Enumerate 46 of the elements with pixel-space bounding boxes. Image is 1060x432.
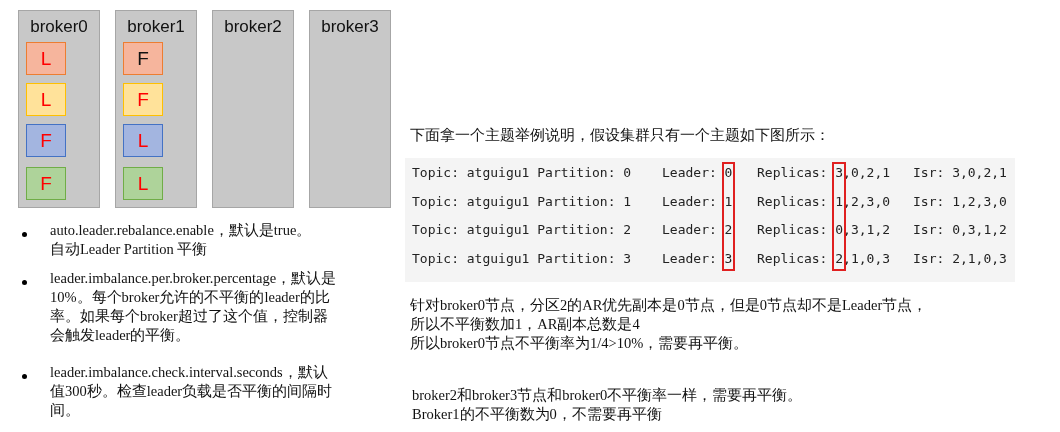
note-text: 所以broker0节点不平衡率为1/4>10%，需要再平衡。: [410, 334, 750, 353]
note-text: broker2和broker3节点和broker0不平衡率一样，需要再平衡。: [412, 386, 804, 405]
broker-panel: [212, 10, 294, 208]
setting-text: leader.imbalance.check.interval.seconds，默认值300秒。检查leader负载是否平衡的间隔时间。: [50, 363, 334, 420]
setting-text: 自动Leader Partition 平衡: [50, 240, 209, 259]
note-text: 针对broker0节点，分区2的AR优先副本是0节点，但是0节点却不是Leader节点，: [410, 296, 929, 315]
partition-box: [26, 167, 66, 200]
partition-role: F: [40, 129, 52, 152]
console-cell: Topic: atguigu1 Partition: 3: [412, 250, 632, 266]
partition-role: F: [137, 88, 149, 111]
broker-panel: [309, 10, 391, 208]
setting-text: auto.leader.rebalance.enable，默认是true。: [50, 221, 313, 240]
partition-box: [26, 42, 66, 75]
partition-role: L: [40, 88, 52, 111]
broker-panel: [115, 10, 197, 208]
setting-text: leader.imbalance.per.broker.percentage，默认是10%。每个broker允许的不平衡的leader的比率。如果每个broker超过了这个值，控制器会触发leader的平衡。: [50, 269, 338, 345]
partition-role: L: [137, 172, 149, 195]
console-cell: Leader: 1: [662, 193, 733, 209]
partition-box: [123, 42, 163, 75]
console-cell: Isr: 0,3,1,2: [913, 222, 1007, 237]
partition-box: [123, 124, 163, 157]
partition-role: F: [40, 172, 52, 195]
partition-box: [26, 124, 66, 157]
broker-panel: [18, 10, 100, 208]
partition-role: L: [40, 47, 52, 70]
console-cell: Topic: atguigu1 Partition: 0: [412, 165, 632, 180]
console-cell: Isr: 2,1,0,3: [913, 250, 1007, 266]
partition-role: L: [137, 129, 149, 152]
console-cell: Isr: 1,2,3,0: [913, 193, 1007, 209]
broker-label: broker0: [29, 17, 89, 37]
partition-role: F: [137, 47, 149, 70]
console-cell: Topic: atguigu1 Partition: 2: [412, 222, 632, 237]
partition-box: [123, 83, 163, 116]
broker-label: broker3: [320, 17, 380, 37]
partition-box: [123, 167, 163, 200]
broker-label: broker1: [126, 17, 186, 37]
note-text: 所以不平衡数加1，AR副本总数是4: [410, 315, 641, 334]
partition-box: [26, 83, 66, 116]
console-cell: Leader: 0: [662, 165, 733, 180]
console-cell: Leader: 3: [662, 250, 733, 266]
intro-text: 下面拿一个主题举例说明，假设集群只有一个主题如下图所示：: [410, 126, 831, 145]
console-cell: Isr: 3,0,2,1: [913, 165, 1007, 180]
note-text: Broker1的不平衡数为0，不需要再平衡: [412, 405, 663, 424]
console-cell: Topic: atguigu1 Partition: 1: [412, 193, 632, 209]
console-cell: Leader: 2: [662, 222, 733, 237]
broker-label: broker2: [223, 17, 283, 37]
